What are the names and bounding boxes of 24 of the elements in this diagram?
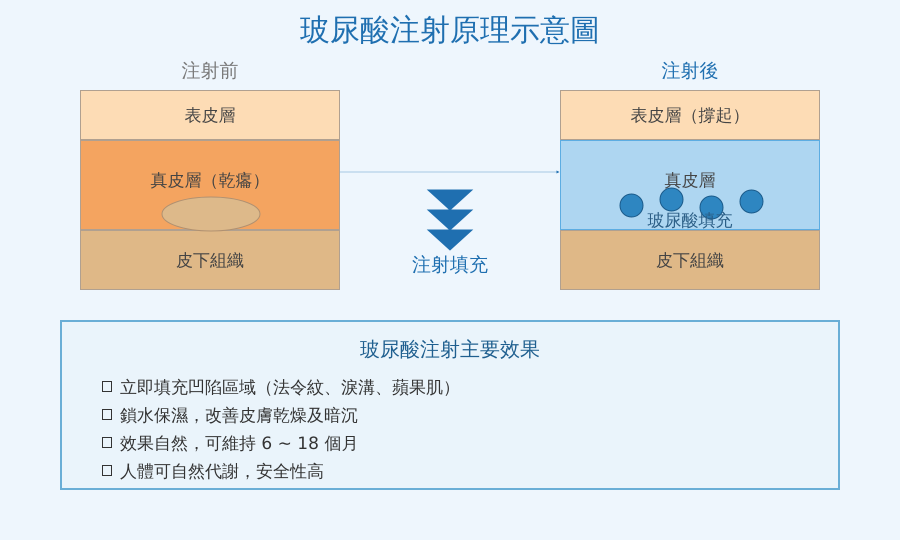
layer-label: 真皮層 xyxy=(664,170,716,192)
layer-label: 真皮層（乾癟） xyxy=(150,170,270,192)
effect-item: 立即填充凹陷區域（法令紋、淚溝、蘋果肌） xyxy=(120,377,460,399)
epidermis-layer: 表皮層（撐起） xyxy=(560,90,820,140)
chevron-arrow xyxy=(340,170,560,251)
deflated-area xyxy=(161,196,261,232)
dermis-layer xyxy=(80,140,340,230)
filler-particle xyxy=(739,189,764,214)
dermis-layer xyxy=(560,140,820,230)
effect-item: 鎖水保濕，改善皮膚乾燥及暗沉 xyxy=(120,405,358,427)
panel-heading: 注射前 xyxy=(180,59,240,84)
panel-heading: 注射後 xyxy=(660,59,720,84)
diagram-title: 玻尿酸注射原理示意圖 xyxy=(299,12,601,50)
edge-label: 注射填充 xyxy=(411,253,489,278)
card-heading: 玻尿酸注射主要效果 xyxy=(359,336,541,363)
effect-item: 人體可自然代謝，安全性高 xyxy=(120,461,324,483)
epidermis-layer: 表皮層 xyxy=(80,90,340,140)
filler-particle xyxy=(659,187,684,212)
effect-item: 效果自然，可維持 6 ~ 18 個月 xyxy=(120,433,358,455)
filler-particle xyxy=(619,193,644,218)
subcutaneous-layer: 皮下組織 xyxy=(80,230,340,290)
filler-label: 玻尿酸填充 xyxy=(646,210,734,232)
subcutaneous-layer: 皮下組織 xyxy=(560,230,820,290)
effects-card xyxy=(60,320,840,490)
